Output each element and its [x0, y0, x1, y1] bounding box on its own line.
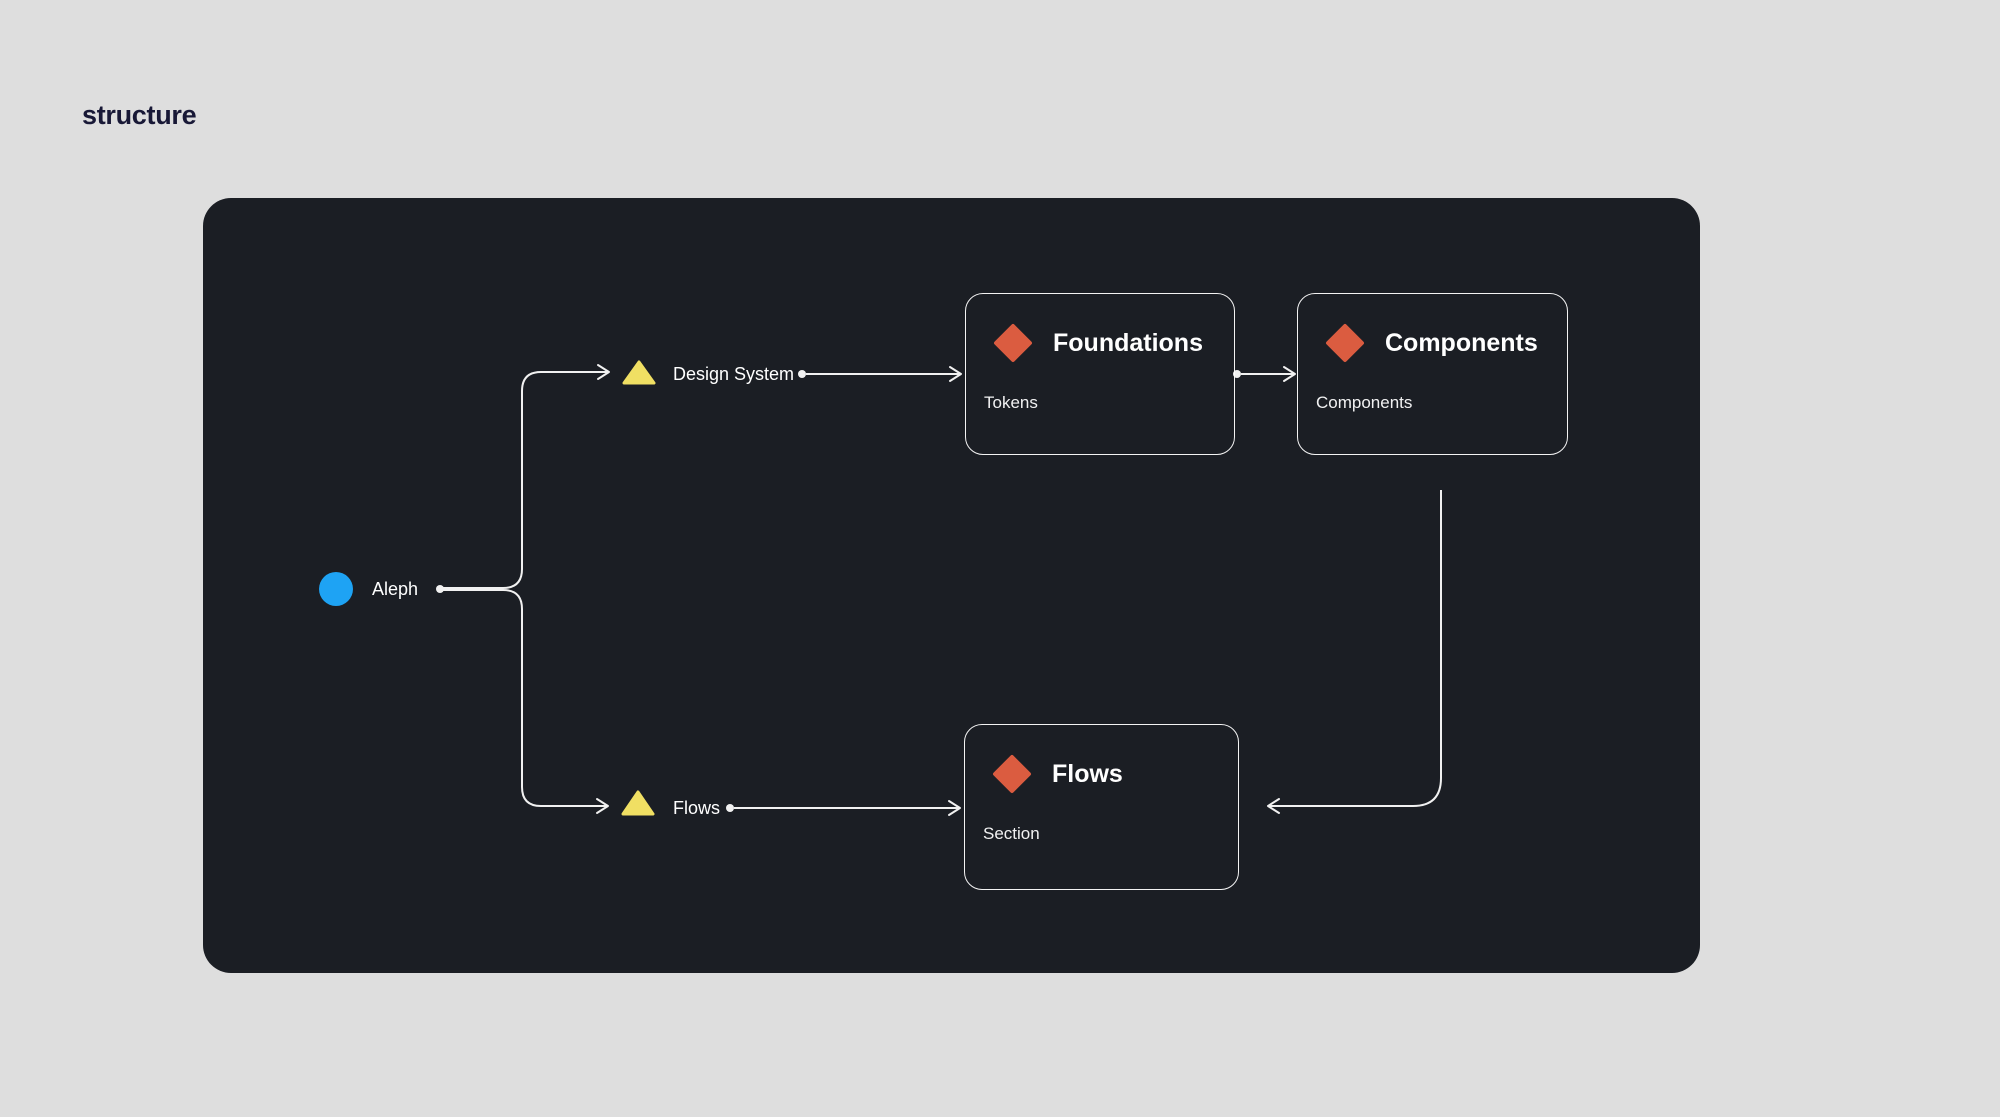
arrowhead-components: [1283, 366, 1296, 382]
edge-aleph-to-flows-node: [440, 589, 608, 807]
card-foundations[interactable]: Foundations Tokens: [965, 293, 1235, 455]
port-dot-aleph: [436, 585, 444, 593]
diamond-icon: [1325, 323, 1365, 363]
card-foundations-subtitle: Tokens: [984, 393, 1038, 412]
edge-aleph-to-design-system: [440, 371, 609, 589]
card-flows-section-subtitle: Section: [983, 824, 1040, 843]
card-foundations-title: Foundations: [1053, 329, 1203, 357]
card-flows-section[interactable]: Flows Section: [964, 724, 1239, 890]
port-dot-design-system: [798, 370, 806, 378]
arrowhead-flows-section-right: [1267, 798, 1280, 814]
diamond-icon: [992, 754, 1032, 794]
node-design-system-label: Design System: [673, 364, 795, 384]
card-flows-section-title: Flows: [1052, 760, 1123, 788]
arrowhead-flows-node: [596, 798, 609, 814]
edge-components-to-flows-section: [1268, 490, 1442, 807]
arrowhead-design-system: [597, 364, 610, 380]
card-components-subtitle: Components: [1316, 393, 1413, 412]
node-flows-label: Flows: [673, 798, 721, 818]
card-components[interactable]: Components Components: [1297, 293, 1568, 455]
aleph-circle-icon[interactable]: [319, 572, 353, 606]
node-aleph-label: Aleph: [372, 579, 419, 599]
port-dot-flows-node: [726, 804, 734, 812]
arrowhead-flows-section-left: [948, 800, 961, 816]
diagram-canvas[interactable]: Aleph Design System Flows Foundations To…: [203, 198, 1700, 973]
flows-triangle-icon[interactable]: [621, 790, 655, 816]
diamond-icon: [993, 323, 1033, 363]
design-system-triangle-icon[interactable]: [622, 360, 656, 385]
card-components-title: Components: [1385, 329, 1538, 357]
page-title: structure: [82, 100, 197, 131]
diagram-edges-layer: [319, 360, 1442, 816]
arrowhead-foundations: [949, 366, 962, 382]
port-dot-foundations: [1233, 370, 1241, 378]
